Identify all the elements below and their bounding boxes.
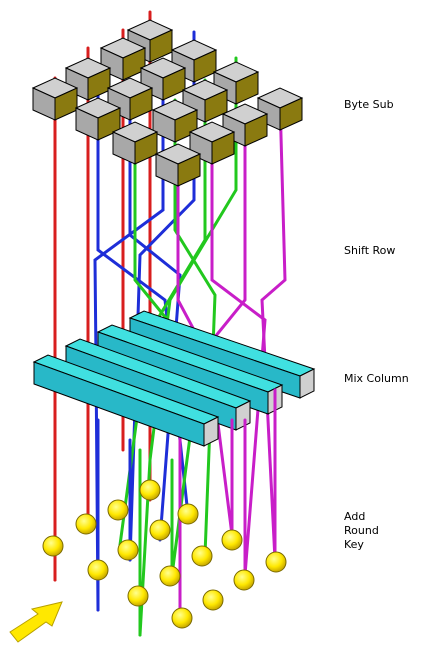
round-key-balls	[42, 479, 287, 629]
arrow-icon	[9, 601, 63, 643]
byte-sub-cubes	[31, 19, 304, 187]
cube	[188, 121, 236, 165]
key-ball	[233, 569, 255, 591]
key-ball	[177, 503, 199, 525]
key-ball	[159, 565, 181, 587]
key-ball	[42, 535, 64, 557]
key-ball	[127, 585, 149, 607]
wire-magenta	[210, 138, 267, 577]
key-ball	[149, 519, 171, 541]
label-mix-column: Mix Column	[344, 372, 409, 385]
mix-column-bars	[32, 310, 316, 447]
key-ball	[202, 589, 224, 611]
cube	[256, 87, 304, 131]
mix-column-bar	[32, 354, 220, 447]
cube	[99, 37, 147, 81]
cube	[154, 143, 202, 187]
label-byte-sub: Byte Sub	[344, 98, 394, 111]
key-ball	[265, 551, 287, 573]
key-ball	[171, 607, 193, 629]
cube	[111, 121, 159, 165]
label-add-round-key: Add Round Key	[344, 510, 379, 551]
key-ball	[107, 499, 129, 521]
wire-magenta	[260, 98, 287, 562]
key-ball	[87, 559, 109, 581]
key-ball	[191, 545, 213, 567]
key-ball	[117, 539, 139, 561]
key-ball	[221, 529, 243, 551]
label-shift-row: Shift Row	[344, 244, 396, 257]
cube	[212, 61, 260, 105]
cube	[170, 39, 218, 83]
key-ball	[75, 513, 97, 535]
cube	[181, 79, 229, 123]
key-ball	[139, 479, 161, 501]
cube	[221, 103, 269, 147]
